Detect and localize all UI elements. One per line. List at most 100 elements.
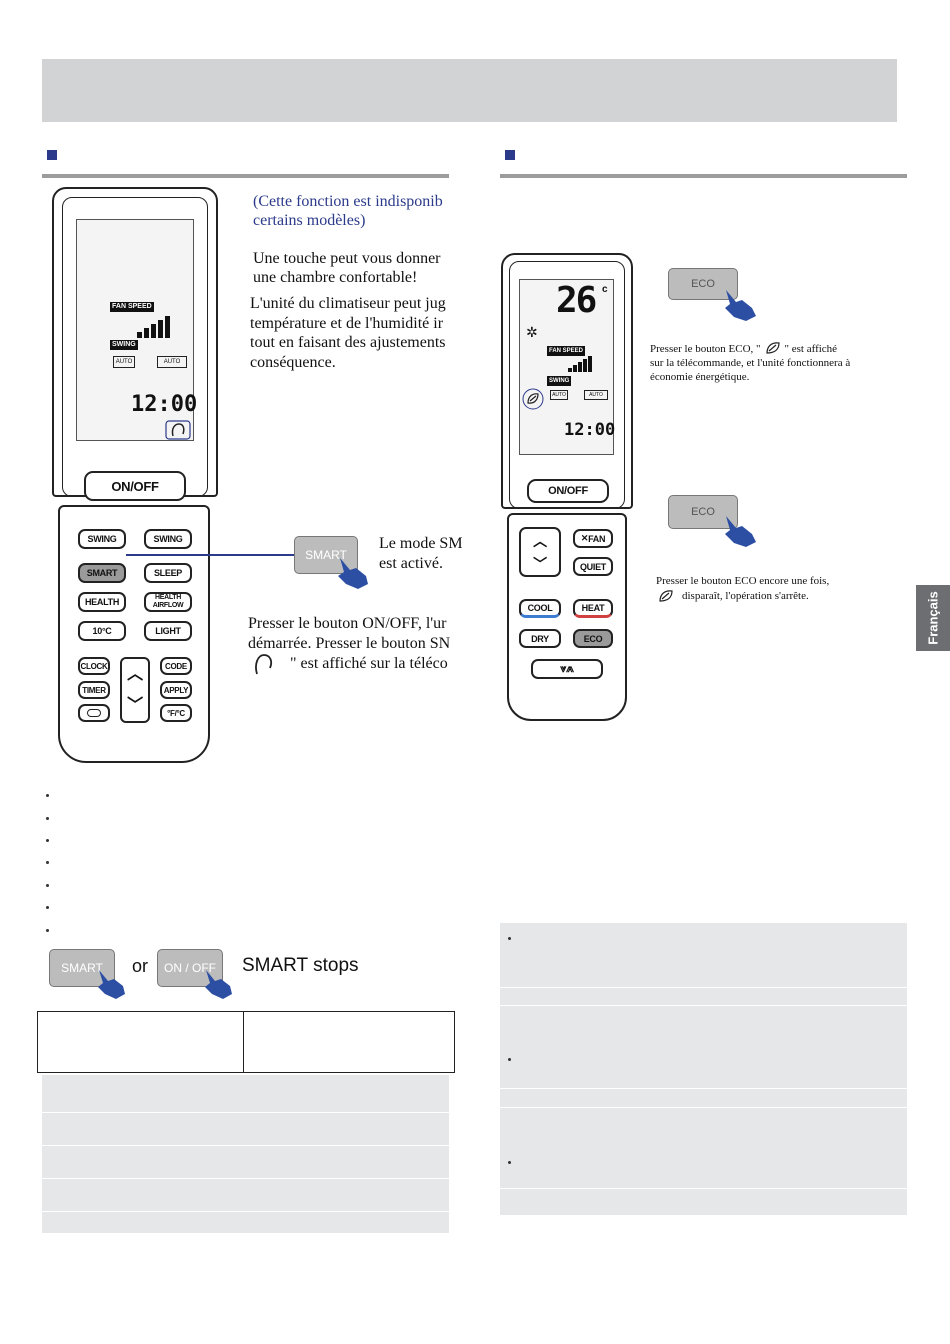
smart-active-line: est activé. xyxy=(379,555,443,572)
header-banner xyxy=(42,59,897,122)
remote-bottom-body xyxy=(507,513,627,721)
table-divider xyxy=(243,1012,244,1072)
bullet xyxy=(46,817,49,820)
note-line: certains modèles) xyxy=(253,212,366,229)
onoff-button[interactable]: ON/OFF xyxy=(527,479,609,503)
panel-divider xyxy=(500,1107,907,1108)
pointing-hand-icon xyxy=(205,970,232,999)
section-marker xyxy=(47,150,57,160)
vertical-swing-button[interactable]: SWING xyxy=(78,529,126,549)
callout-line xyxy=(126,554,300,556)
press-onoff-text: Presser le bouton ON/OFF, l'ur démarrée.… xyxy=(248,614,475,674)
pointing-hand-icon xyxy=(725,516,756,547)
swing-icon: ⩔⩕ xyxy=(560,662,574,675)
panel-divider xyxy=(42,1145,449,1146)
apply-button[interactable]: APPLY xyxy=(160,681,192,699)
bullet xyxy=(508,1161,511,1164)
temp-unit: c xyxy=(602,284,608,295)
fan-speed-label: FAN SPEED xyxy=(547,346,586,356)
note-line: (Cette fonction est indisponib xyxy=(253,193,443,210)
fan-icon: ✕ xyxy=(580,533,589,543)
smart-intro-text: Une touche peut vous donner une chambre … xyxy=(253,249,475,287)
smart-active-text: Le mode SM est activé. xyxy=(379,534,475,574)
fan-button[interactable]: ✕FAN xyxy=(573,529,613,548)
bullet xyxy=(46,794,49,797)
dry-button[interactable]: DRY xyxy=(519,629,561,648)
eco-tap-button: ECO xyxy=(668,268,738,300)
section-header-left xyxy=(42,150,449,178)
eco-leaf-icon xyxy=(522,388,544,410)
notes-panel-right xyxy=(500,923,907,1215)
display-button[interactable] xyxy=(78,704,110,722)
chevron-up-icon: ︿ xyxy=(533,532,547,549)
pointing-hand-icon xyxy=(338,558,368,589)
eco-step1-text: Presser le bouton ECO, " " est affiché su… xyxy=(650,341,895,384)
right-remote-illustration: 26 c ✲ FAN SPEED SWING AUTO AUTO 12:00 O… xyxy=(501,253,633,723)
language-tab[interactable]: Français xyxy=(916,585,950,651)
section-marker xyxy=(505,150,515,160)
section-rule xyxy=(500,174,907,178)
fan-label: FAN xyxy=(588,533,606,544)
section-header-right xyxy=(500,150,907,178)
eco-step2-line: Presser le bouton ECO encore une fois, xyxy=(656,575,830,587)
intro-line: Une touche peut vous donner xyxy=(253,250,441,267)
eco-step1-part: Presser le bouton ECO, " xyxy=(650,343,761,355)
smart-active-line: Le mode SM xyxy=(379,535,463,552)
code-button[interactable]: CODE xyxy=(160,657,192,675)
panel-divider xyxy=(500,1188,907,1189)
f-c-button[interactable]: °F/°C xyxy=(160,704,192,722)
swing-toggle-button[interactable]: ⩔⩕ xyxy=(531,659,603,679)
lcd-clock: 12:00 xyxy=(564,420,616,440)
eco-leaf-icon xyxy=(765,342,780,354)
fan-speed-bars-icon xyxy=(568,356,592,372)
onoff-button[interactable]: ON/OFF xyxy=(84,471,186,501)
clock-button[interactable]: CLOCK xyxy=(78,657,110,675)
smart-stop-button: SMART xyxy=(49,949,115,987)
bullet xyxy=(46,861,49,864)
smart-mode-icon xyxy=(255,654,273,675)
or-text: or xyxy=(132,956,149,976)
eco-tap-button: ECO xyxy=(668,495,738,529)
quiet-button[interactable]: QUIET xyxy=(573,557,613,576)
press-line: démarrée. Presser le bouton SN xyxy=(248,635,451,652)
temp-updown-button[interactable]: ︿ ﹀ xyxy=(120,657,150,723)
eco-button[interactable]: ECO xyxy=(573,629,613,648)
lcd-temperature: 26 xyxy=(556,280,597,321)
desc-line: température et de l'humidité ir xyxy=(250,314,444,332)
airflow-auto-badge: AUTO xyxy=(584,390,608,400)
bullet xyxy=(508,937,511,940)
left-remote-illustration: FAN SPEED SWING AUTO AUTO 12:00 ON/OFF S… xyxy=(52,187,218,772)
smart-button[interactable]: SMART xyxy=(78,563,126,583)
light-button[interactable]: LIGHT xyxy=(144,621,192,641)
panel-divider xyxy=(500,1088,907,1089)
language-tab-label: Français xyxy=(925,591,941,645)
desc-line: L'unité du climatiseur peut jug xyxy=(250,295,446,312)
heat-button[interactable]: HEAT xyxy=(573,599,613,618)
eco-step1-part: " est affiché xyxy=(784,343,838,355)
swing-label: SWING xyxy=(110,340,138,350)
eco-step1-line: sur la télécommande, et l'unité fonction… xyxy=(650,357,851,369)
chevron-down-icon: ﹀ xyxy=(127,696,143,714)
airflow-auto-badge: AUTO xyxy=(157,356,187,368)
lcd-screen: FAN SPEED SWING AUTO AUTO 12:00 xyxy=(76,219,197,441)
press-line: Presser le bouton ON/OFF, l'ur xyxy=(248,615,447,632)
health-airflow-button[interactable]: HEALTH AIRFLOW xyxy=(144,592,192,612)
panel-divider xyxy=(42,1211,449,1212)
panel-divider xyxy=(500,1005,907,1006)
smart-description-text: L'unité du climatiseur peut jug températ… xyxy=(250,294,475,372)
panel-divider xyxy=(42,1178,449,1179)
horizontal-swing-button[interactable]: SWING xyxy=(144,529,192,549)
ten-degree-button[interactable]: 10°C xyxy=(78,621,126,641)
section-rule xyxy=(42,174,449,178)
timer-button[interactable]: TIMER xyxy=(78,681,110,699)
sleep-button[interactable]: SLEEP xyxy=(144,563,192,583)
temp-updown-button[interactable]: ︿ ﹀ xyxy=(519,527,561,577)
panel-divider xyxy=(42,1112,449,1113)
cool-button[interactable]: COOL xyxy=(519,599,561,618)
health-button[interactable]: HEALTH xyxy=(78,592,126,612)
info-table xyxy=(37,1011,455,1073)
fan-speed-bars-icon xyxy=(137,316,170,338)
bullet xyxy=(508,1058,511,1061)
chevron-up-icon: ︿ xyxy=(127,665,143,683)
eco-step1-line: économie énergétique. xyxy=(650,371,750,383)
